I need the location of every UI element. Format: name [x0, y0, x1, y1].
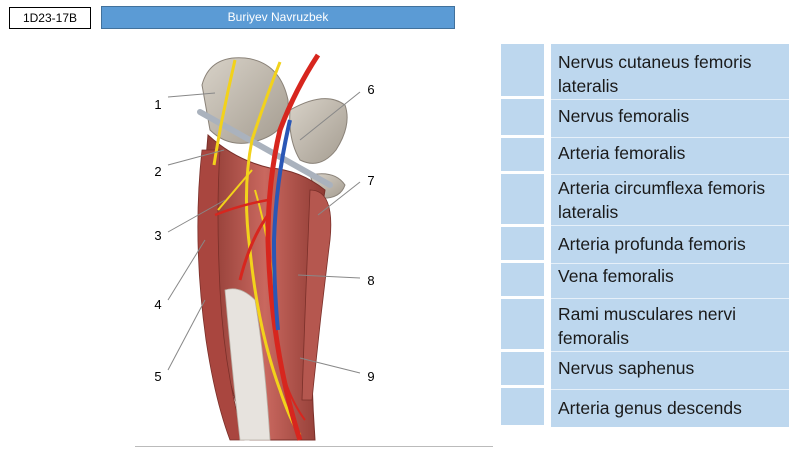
figure-number-3: 3	[154, 228, 162, 243]
code-box: 1D23-17B	[9, 7, 91, 29]
figure-number-2: 2	[154, 164, 162, 179]
label-item: Vena femoralis	[551, 264, 789, 299]
anatomy-figure	[140, 40, 390, 443]
answer-cell[interactable]	[501, 227, 544, 260]
figure-number-1: 1	[154, 97, 162, 112]
answer-cell[interactable]	[501, 352, 544, 385]
answer-cell[interactable]	[501, 99, 544, 135]
bottom-divider	[135, 446, 493, 447]
label-item: Nervus saphenus	[551, 356, 789, 390]
answer-cell[interactable]	[501, 138, 544, 171]
answer-cell[interactable]	[501, 299, 544, 349]
figure-number-6: 6	[367, 82, 375, 97]
label-item: Arteria femoralis	[551, 141, 789, 175]
label-item: Arteria genus descends	[558, 398, 742, 418]
label-item: Rami musculares nervi femoralis	[551, 302, 789, 352]
figure-number-9: 9	[367, 369, 375, 384]
label-item: Nervus femoralis	[551, 104, 789, 138]
answer-cell[interactable]	[501, 388, 544, 425]
figure-number-5: 5	[154, 369, 162, 384]
answer-cell[interactable]	[501, 263, 544, 296]
figure-number-7: 7	[367, 173, 375, 188]
thigh-illustration	[197, 53, 348, 441]
title-bar: Buriyev Navruzbek	[101, 6, 455, 29]
figure-number-8: 8	[367, 273, 375, 288]
label-item: Nervus cutaneus femoris lateralis	[551, 50, 789, 100]
answer-cell[interactable]	[501, 44, 544, 96]
label-item: Arteria profunda femoris	[551, 232, 789, 264]
label-item: Arteria circumflexa femoris lateralis	[551, 176, 789, 226]
figure-number-4: 4	[154, 297, 162, 312]
answer-cell[interactable]	[501, 174, 544, 224]
label-column: Nervus cutaneus femoris lateralis Nervus…	[551, 44, 789, 427]
answer-column	[501, 44, 544, 425]
